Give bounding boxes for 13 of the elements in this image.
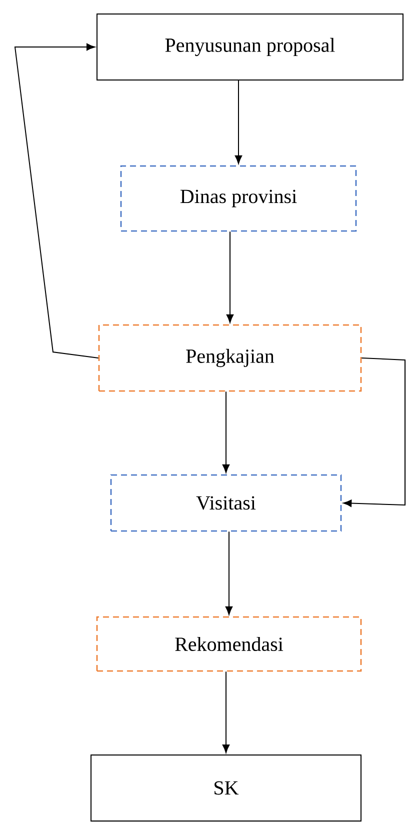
- process-box: Dinas provinsi: [120, 165, 357, 232]
- process-box: Rekomendasi: [96, 616, 362, 672]
- arrow: [343, 358, 406, 507]
- process-box: SK: [90, 754, 362, 822]
- arrow: [14, 43, 99, 358]
- arrow: [226, 231, 234, 323]
- arrow: [222, 671, 230, 754]
- arrow: [234, 80, 242, 164]
- arrow: [225, 531, 233, 615]
- arrow: [222, 391, 230, 473]
- process-box: Pengkajian: [98, 324, 362, 392]
- process-box: Visitasi: [110, 474, 342, 532]
- process-box: Penyusunan proposal: [96, 14, 404, 80]
